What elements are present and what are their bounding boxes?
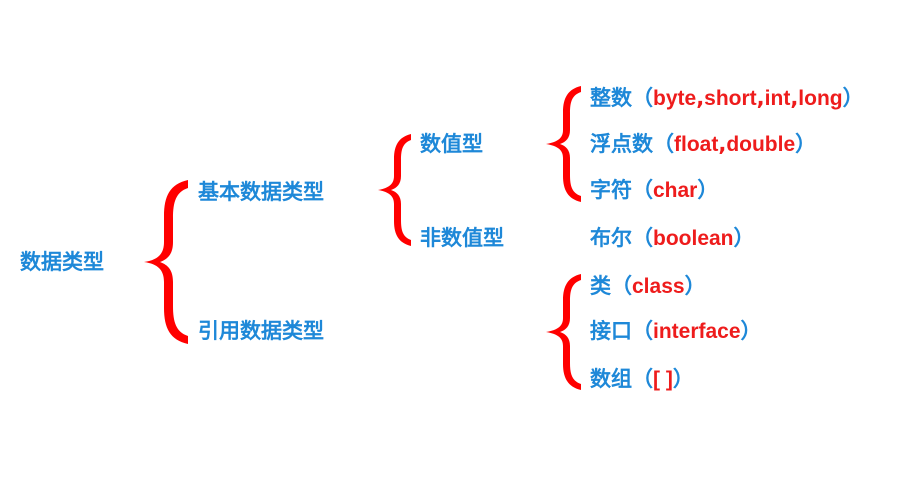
open-paren: （ bbox=[632, 86, 653, 110]
type-category-name: 整数 bbox=[590, 86, 632, 110]
type-keyword: double bbox=[726, 133, 796, 156]
root-label: 数据类型 bbox=[20, 250, 104, 274]
type-keyword: long bbox=[798, 87, 843, 110]
float-item: 浮点数（float,double） bbox=[590, 132, 817, 156]
open-paren: （ bbox=[653, 132, 674, 156]
close-paren: ） bbox=[672, 367, 694, 391]
open-paren: （ bbox=[632, 226, 653, 250]
primitive-label: 基本数据类型 bbox=[198, 180, 324, 204]
close-paren: ） bbox=[795, 132, 817, 156]
class-item: 类（class） bbox=[590, 274, 706, 298]
type-keyword: [ ] bbox=[653, 368, 673, 391]
type-keyword: interface bbox=[653, 320, 741, 343]
type-separator: , bbox=[696, 86, 705, 110]
open-paren: （ bbox=[632, 178, 653, 202]
type-keyword: class bbox=[632, 275, 685, 298]
type-category-name: 浮点数 bbox=[590, 132, 653, 156]
open-paren: （ bbox=[632, 367, 653, 391]
type-separator: , bbox=[790, 86, 799, 110]
interface-item: 接口（interface） bbox=[590, 319, 762, 343]
integer-item: 整数（byte,short,int,long） bbox=[590, 86, 864, 110]
close-paren: ） bbox=[733, 226, 755, 250]
array-item: 数组（[ ]） bbox=[590, 367, 694, 391]
char-item: 字符（char） bbox=[590, 178, 719, 202]
close-paren: ） bbox=[740, 319, 762, 343]
type-keyword: short bbox=[704, 87, 757, 110]
type-category-name: 布尔 bbox=[590, 226, 632, 250]
close-paren: ） bbox=[684, 274, 706, 298]
open-paren: （ bbox=[632, 319, 653, 343]
primitive-brace bbox=[378, 134, 411, 246]
type-category-name: 数组 bbox=[590, 367, 632, 391]
type-keyword: float bbox=[674, 133, 719, 156]
close-paren: ） bbox=[842, 86, 864, 110]
numeric-brace bbox=[546, 86, 581, 202]
type-category-name: 类 bbox=[590, 274, 611, 298]
reference-brace bbox=[546, 274, 581, 390]
non-numeric-label: 非数值型 bbox=[420, 226, 504, 250]
type-separator: , bbox=[756, 86, 765, 110]
boolean-item: 布尔（boolean） bbox=[590, 226, 755, 250]
root-brace bbox=[144, 180, 188, 344]
type-separator: , bbox=[718, 132, 727, 156]
type-keyword: char bbox=[653, 179, 698, 202]
close-paren: ） bbox=[697, 178, 719, 202]
type-keyword: boolean bbox=[653, 227, 734, 250]
open-paren: （ bbox=[611, 274, 632, 298]
type-keyword: byte bbox=[653, 87, 697, 110]
reference-label: 引用数据类型 bbox=[198, 319, 324, 343]
type-keyword: int bbox=[764, 87, 791, 110]
numeric-label: 数值型 bbox=[420, 132, 483, 156]
type-category-name: 字符 bbox=[590, 178, 632, 202]
type-category-name: 接口 bbox=[590, 319, 632, 343]
